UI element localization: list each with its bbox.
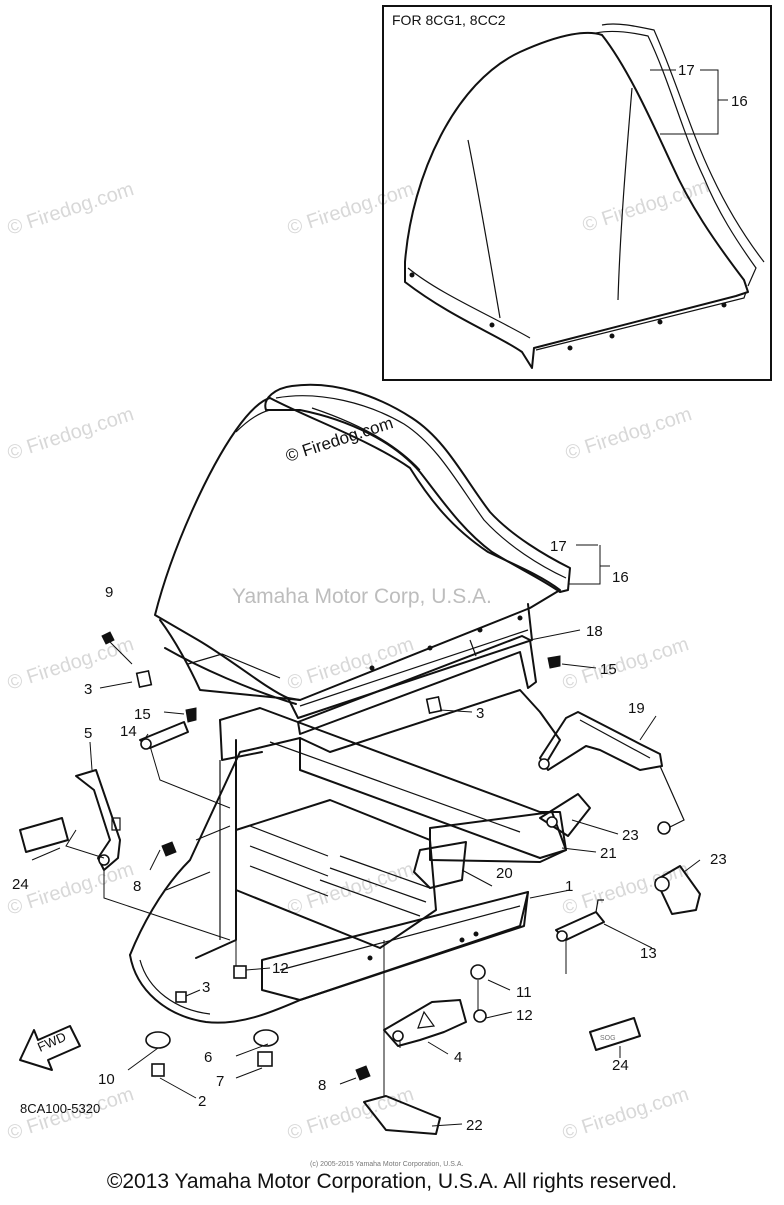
bracket-18	[297, 635, 537, 735]
callout-23: 23	[622, 827, 639, 844]
callout-10: 10	[98, 1071, 115, 1088]
site-watermark: © Firedog.com	[560, 858, 692, 920]
panel-21	[429, 811, 567, 863]
site-watermark: © Firedog.com	[580, 175, 712, 237]
site-watermark: © Firedog.com	[285, 1083, 417, 1145]
callout-4: 4	[454, 1049, 462, 1066]
callout-3: 3	[202, 979, 210, 996]
callout-3: 3	[476, 705, 484, 722]
inset-windshield	[404, 31, 749, 369]
maker-watermark: Yamaha Motor Corp, U.S.A.	[232, 585, 492, 608]
callout-17: 17	[678, 62, 695, 79]
site-watermark: © Firedog.com	[560, 1083, 692, 1145]
cowl-body	[129, 689, 561, 956]
copyright-footer: ©2013 Yamaha Motor Corporation, U.S.A. A…	[106, 1170, 678, 1193]
inset-title: FOR 8CG1, 8CC2	[392, 12, 506, 28]
callout-9: 9	[105, 584, 113, 601]
callout-24: 24	[612, 1057, 629, 1074]
callout-5: 5	[84, 725, 92, 742]
callout-12: 12	[516, 1007, 533, 1024]
callout-3: 3	[84, 681, 92, 698]
inset-panel: FOR 8CG1, 8CC2 17 16	[382, 5, 772, 381]
site-watermark: © Firedog.com	[5, 403, 137, 465]
callout-22: 22	[466, 1117, 483, 1134]
callout-23: 23	[710, 851, 727, 868]
callout-19: 19	[628, 700, 645, 717]
fwd-label: FWD	[35, 1029, 68, 1055]
callout-11: 11	[516, 984, 532, 1001]
callout-15: 15	[600, 661, 617, 678]
diagram-code: 8CA100-5320	[20, 1101, 100, 1116]
callout-21: 21	[600, 845, 617, 862]
callout-24: 24	[12, 876, 29, 893]
leader-lines	[31, 544, 701, 1127]
callout-2: 2	[198, 1093, 206, 1110]
callout-18: 18	[586, 623, 603, 640]
callout-6: 6	[204, 1049, 212, 1066]
callout-1: 1	[565, 878, 573, 895]
callout-16: 16	[612, 569, 629, 586]
site-watermark: © Firedog.com	[563, 403, 695, 465]
pad-20	[413, 841, 467, 889]
site-watermark: © Firedog.com	[5, 633, 137, 695]
callout-12: 12	[272, 960, 289, 977]
site-watermark: © Firedog.com	[560, 633, 692, 695]
small-print: (c) 2005-2015 Yamaha Motor Corporation, …	[310, 1161, 463, 1168]
site-watermark: © Firedog.com	[285, 178, 417, 240]
inset-border	[382, 5, 772, 381]
watermark-layer: © Firedog.com © Firedog.com © Firedog.co…	[5, 175, 712, 1145]
callout-15: 15	[134, 706, 151, 723]
bracket-1	[261, 891, 529, 1001]
callout-8: 8	[318, 1077, 326, 1094]
callout-13: 13	[640, 945, 657, 962]
front-cowl	[129, 619, 567, 1024]
trim-strip-17	[264, 383, 571, 593]
callout-8: 8	[133, 878, 141, 895]
site-watermark: © Firedog.com	[5, 178, 137, 240]
svg-text:SOG: SOG	[600, 1035, 616, 1042]
callout-16: 16	[731, 93, 748, 110]
callout-numbers: 17 16 18 15 9 3 3 15 14 5 19 23 23 20 21…	[12, 538, 727, 1168]
callout-7: 7	[216, 1073, 224, 1090]
callout-20: 20	[496, 865, 513, 882]
callout-14: 14	[120, 723, 137, 740]
fwd-arrow: FWD	[19, 1025, 81, 1071]
callout-17: 17	[550, 538, 567, 555]
hardware-parts: SOG	[19, 631, 701, 1135]
